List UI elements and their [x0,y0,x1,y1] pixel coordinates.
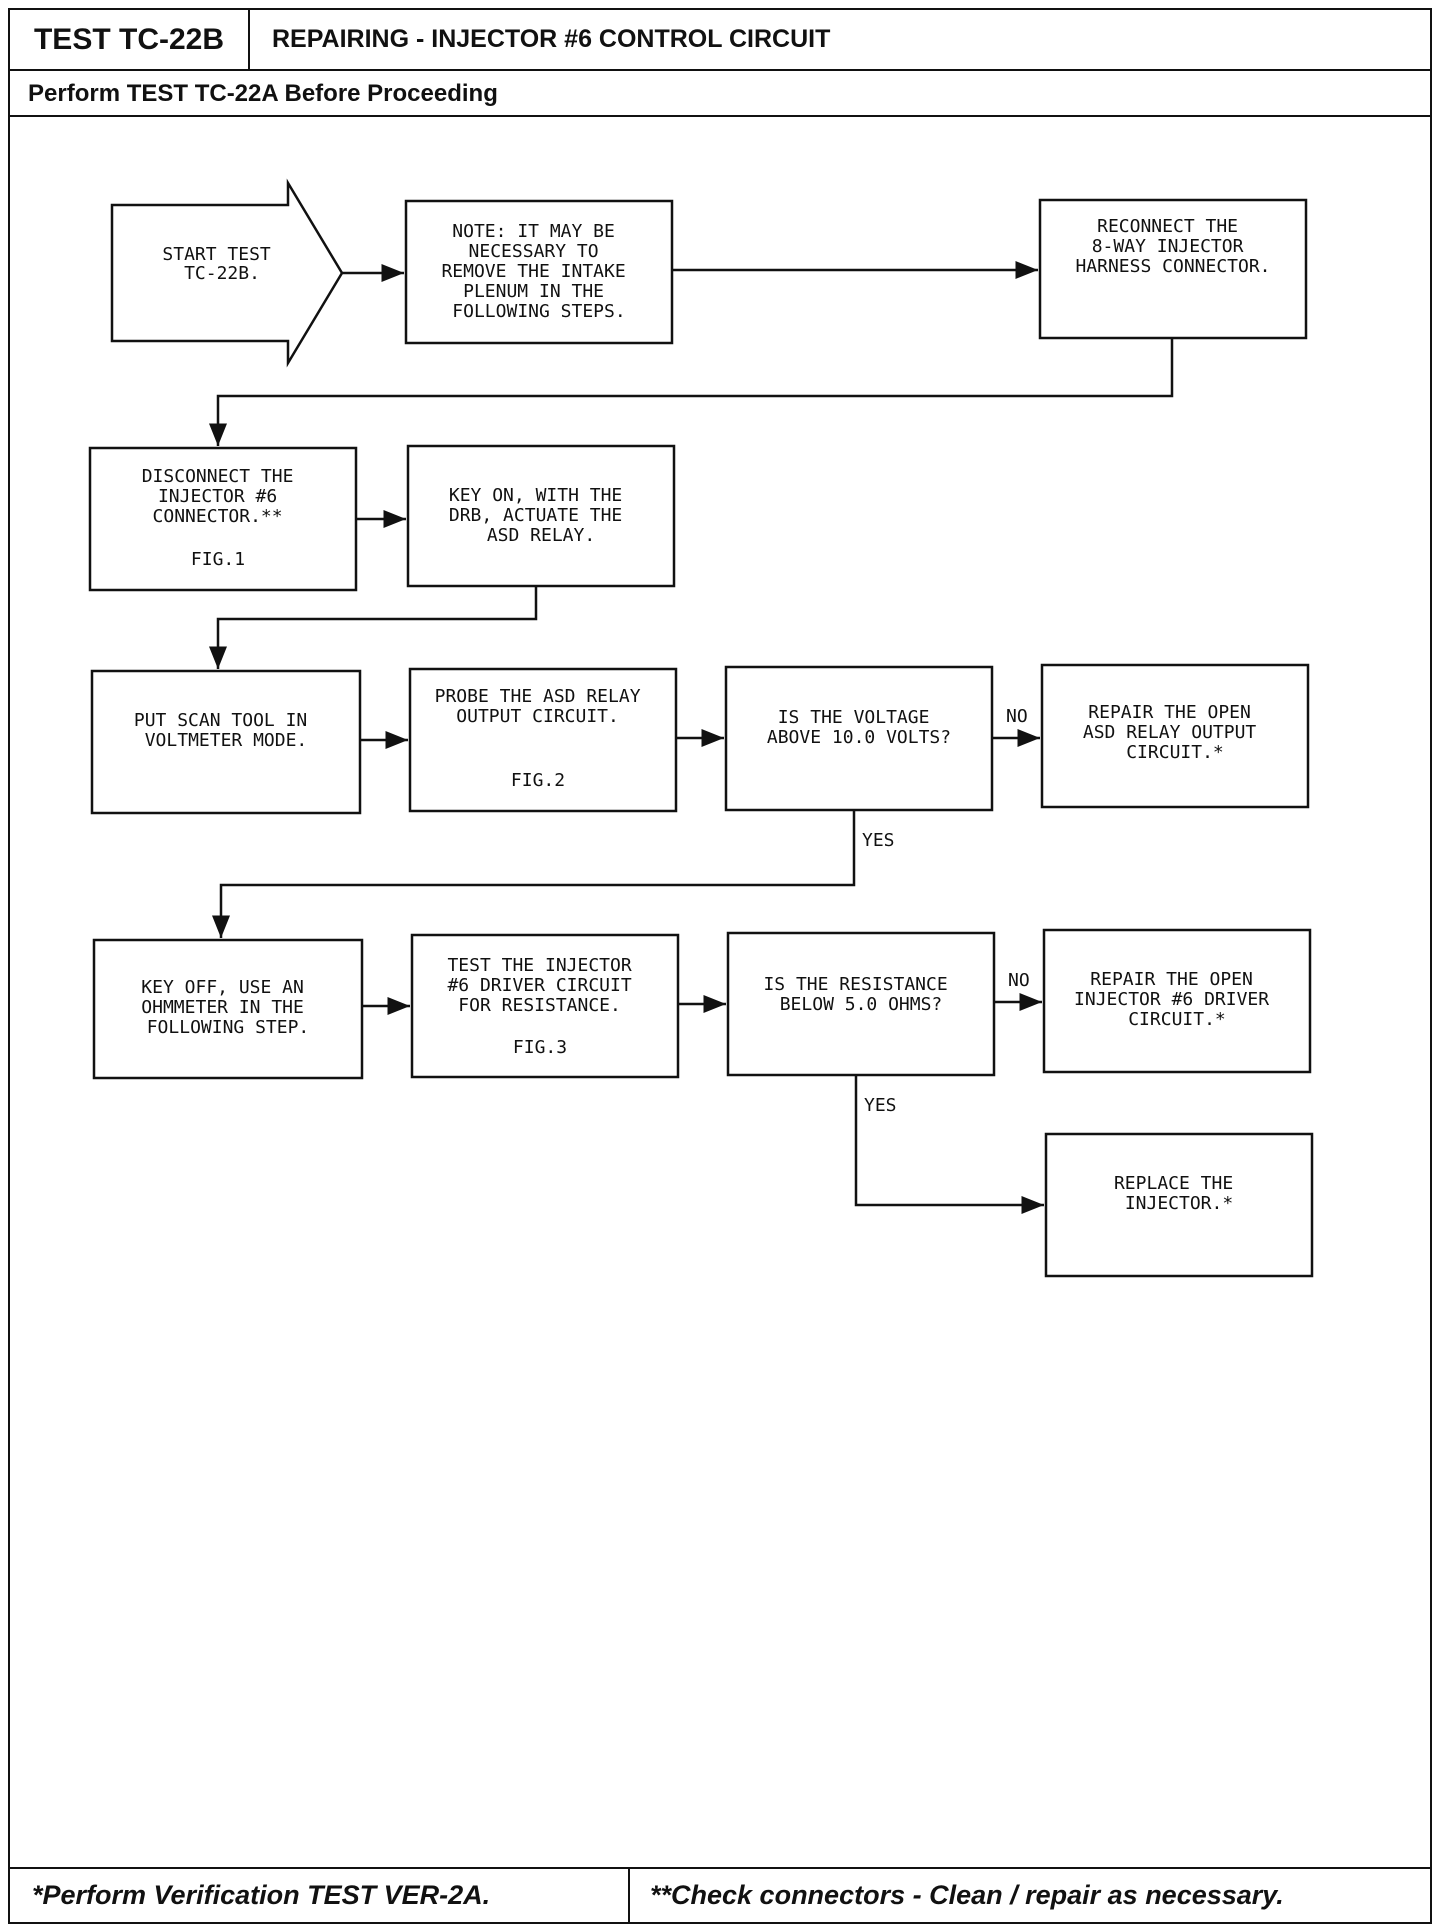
note-step: NOTE: IT MAY BE NECESSARY TO REMOVE THE … [404,199,674,345]
probe-step: PROBE THE ASD RELAY OUTPUT CIRCUIT. FIG.… [408,667,678,813]
key-off-step: KEY OFF, USE AN OHMMETER IN THE FOLLOWIN… [92,938,364,1080]
disconnect-step: DISCONNECT THE INJECTOR #6 CONNECTOR.** … [88,446,358,592]
replace-step: REPLACE THE INJECTOR.* [1044,1132,1314,1278]
scan-tool-step: PUT SCAN TOOL IN VOLTMETER MODE. [90,669,362,815]
voltage-question-text: IS THE VOLTAGE ABOVE 10.0 VOLTS? [767,707,951,748]
key-on-text: KEY ON, WITH THE DRB, ACTUATE THE ASD RE… [449,485,633,546]
label-yes-voltage: YES [862,830,895,851]
start-text: START TEST TC-22B. [162,244,281,284]
resistance-question: IS THE RESISTANCE BELOW 5.0 OHMS? [726,931,996,1077]
test-injector-step: TEST THE INJECTOR #6 DRIVER CIRCUIT FOR … [410,933,680,1079]
header: TEST TC-22B REPAIRING - INJECTOR #6 CONT… [10,10,1430,71]
label-yes-resistance: YES [864,1095,897,1116]
arrow-reconnect-to-disconnect [209,338,1174,446]
test-title: REPAIRING - INJECTOR #6 CONTROL CIRCUIT [272,25,831,53]
test-injector-text: TEST THE INJECTOR #6 DRIVER CIRCUIT FOR … [447,955,642,1058]
prerequisite-note: Perform TEST TC-22A Before Proceeding [10,71,1430,117]
voltage-question: IS THE VOLTAGE ABOVE 10.0 VOLTS? [724,665,994,812]
disconnect-text: DISCONNECT THE INJECTOR #6 CONNECTOR.** … [142,466,305,570]
test-procedure-page: TEST TC-22B REPAIRING - INJECTOR #6 CONT… [8,8,1432,1924]
repair-driver-step: REPAIR THE OPEN INJECTOR #6 DRIVER CIRCU… [1042,928,1312,1074]
arrow-resistance-yes [854,1075,1044,1214]
footnote-connectors: **Check connectors - Clean / repair as n… [650,1880,1284,1910]
start-step: START TEST TC-22B. [110,178,344,368]
footer: *Perform Verification TEST VER-2A. **Che… [10,1867,1430,1922]
repair-asd-text: REPAIR THE OPEN ASD RELAY OUTPUT CIRCUIT… [1083,702,1267,763]
probe-text: PROBE THE ASD RELAY OUTPUT CIRCUIT. FIG.… [435,686,652,791]
reconnect-step: RECONNECT THE 8-WAY INJECTOR HARNESS CON… [1038,198,1308,340]
note-text: NOTE: IT MAY BE NECESSARY TO REMOVE THE … [441,221,636,322]
label-no-resistance: NO [1008,970,1030,991]
repair-driver-text: REPAIR THE OPEN INJECTOR #6 DRIVER CIRCU… [1074,969,1280,1030]
scan-tool-text: PUT SCAN TOOL IN VOLTMETER MODE. [134,710,318,751]
label-no-voltage: NO [1006,706,1028,727]
resistance-question-text: IS THE RESISTANCE BELOW 5.0 OHMS? [763,974,958,1015]
key-off-text: KEY OFF, USE AN OHMMETER IN THE FOLLOWIN… [141,977,314,1038]
repair-asd-step: REPAIR THE OPEN ASD RELAY OUTPUT CIRCUIT… [1040,663,1310,809]
replace-text: REPLACE THE INJECTOR.* [1114,1173,1244,1214]
reconnect-text: RECONNECT THE 8-WAY INJECTOR HARNESS CON… [1075,216,1270,277]
arrow-key-on-to-scan-tool [209,586,538,669]
connectors [209,261,1174,1214]
test-id: TEST TC-22B [10,10,250,69]
key-on-step: KEY ON, WITH THE DRB, ACTUATE THE ASD RE… [406,444,676,588]
arrow-voltage-yes [212,810,856,938]
footnote-verification: *Perform Verification TEST VER-2A. [10,1869,630,1922]
